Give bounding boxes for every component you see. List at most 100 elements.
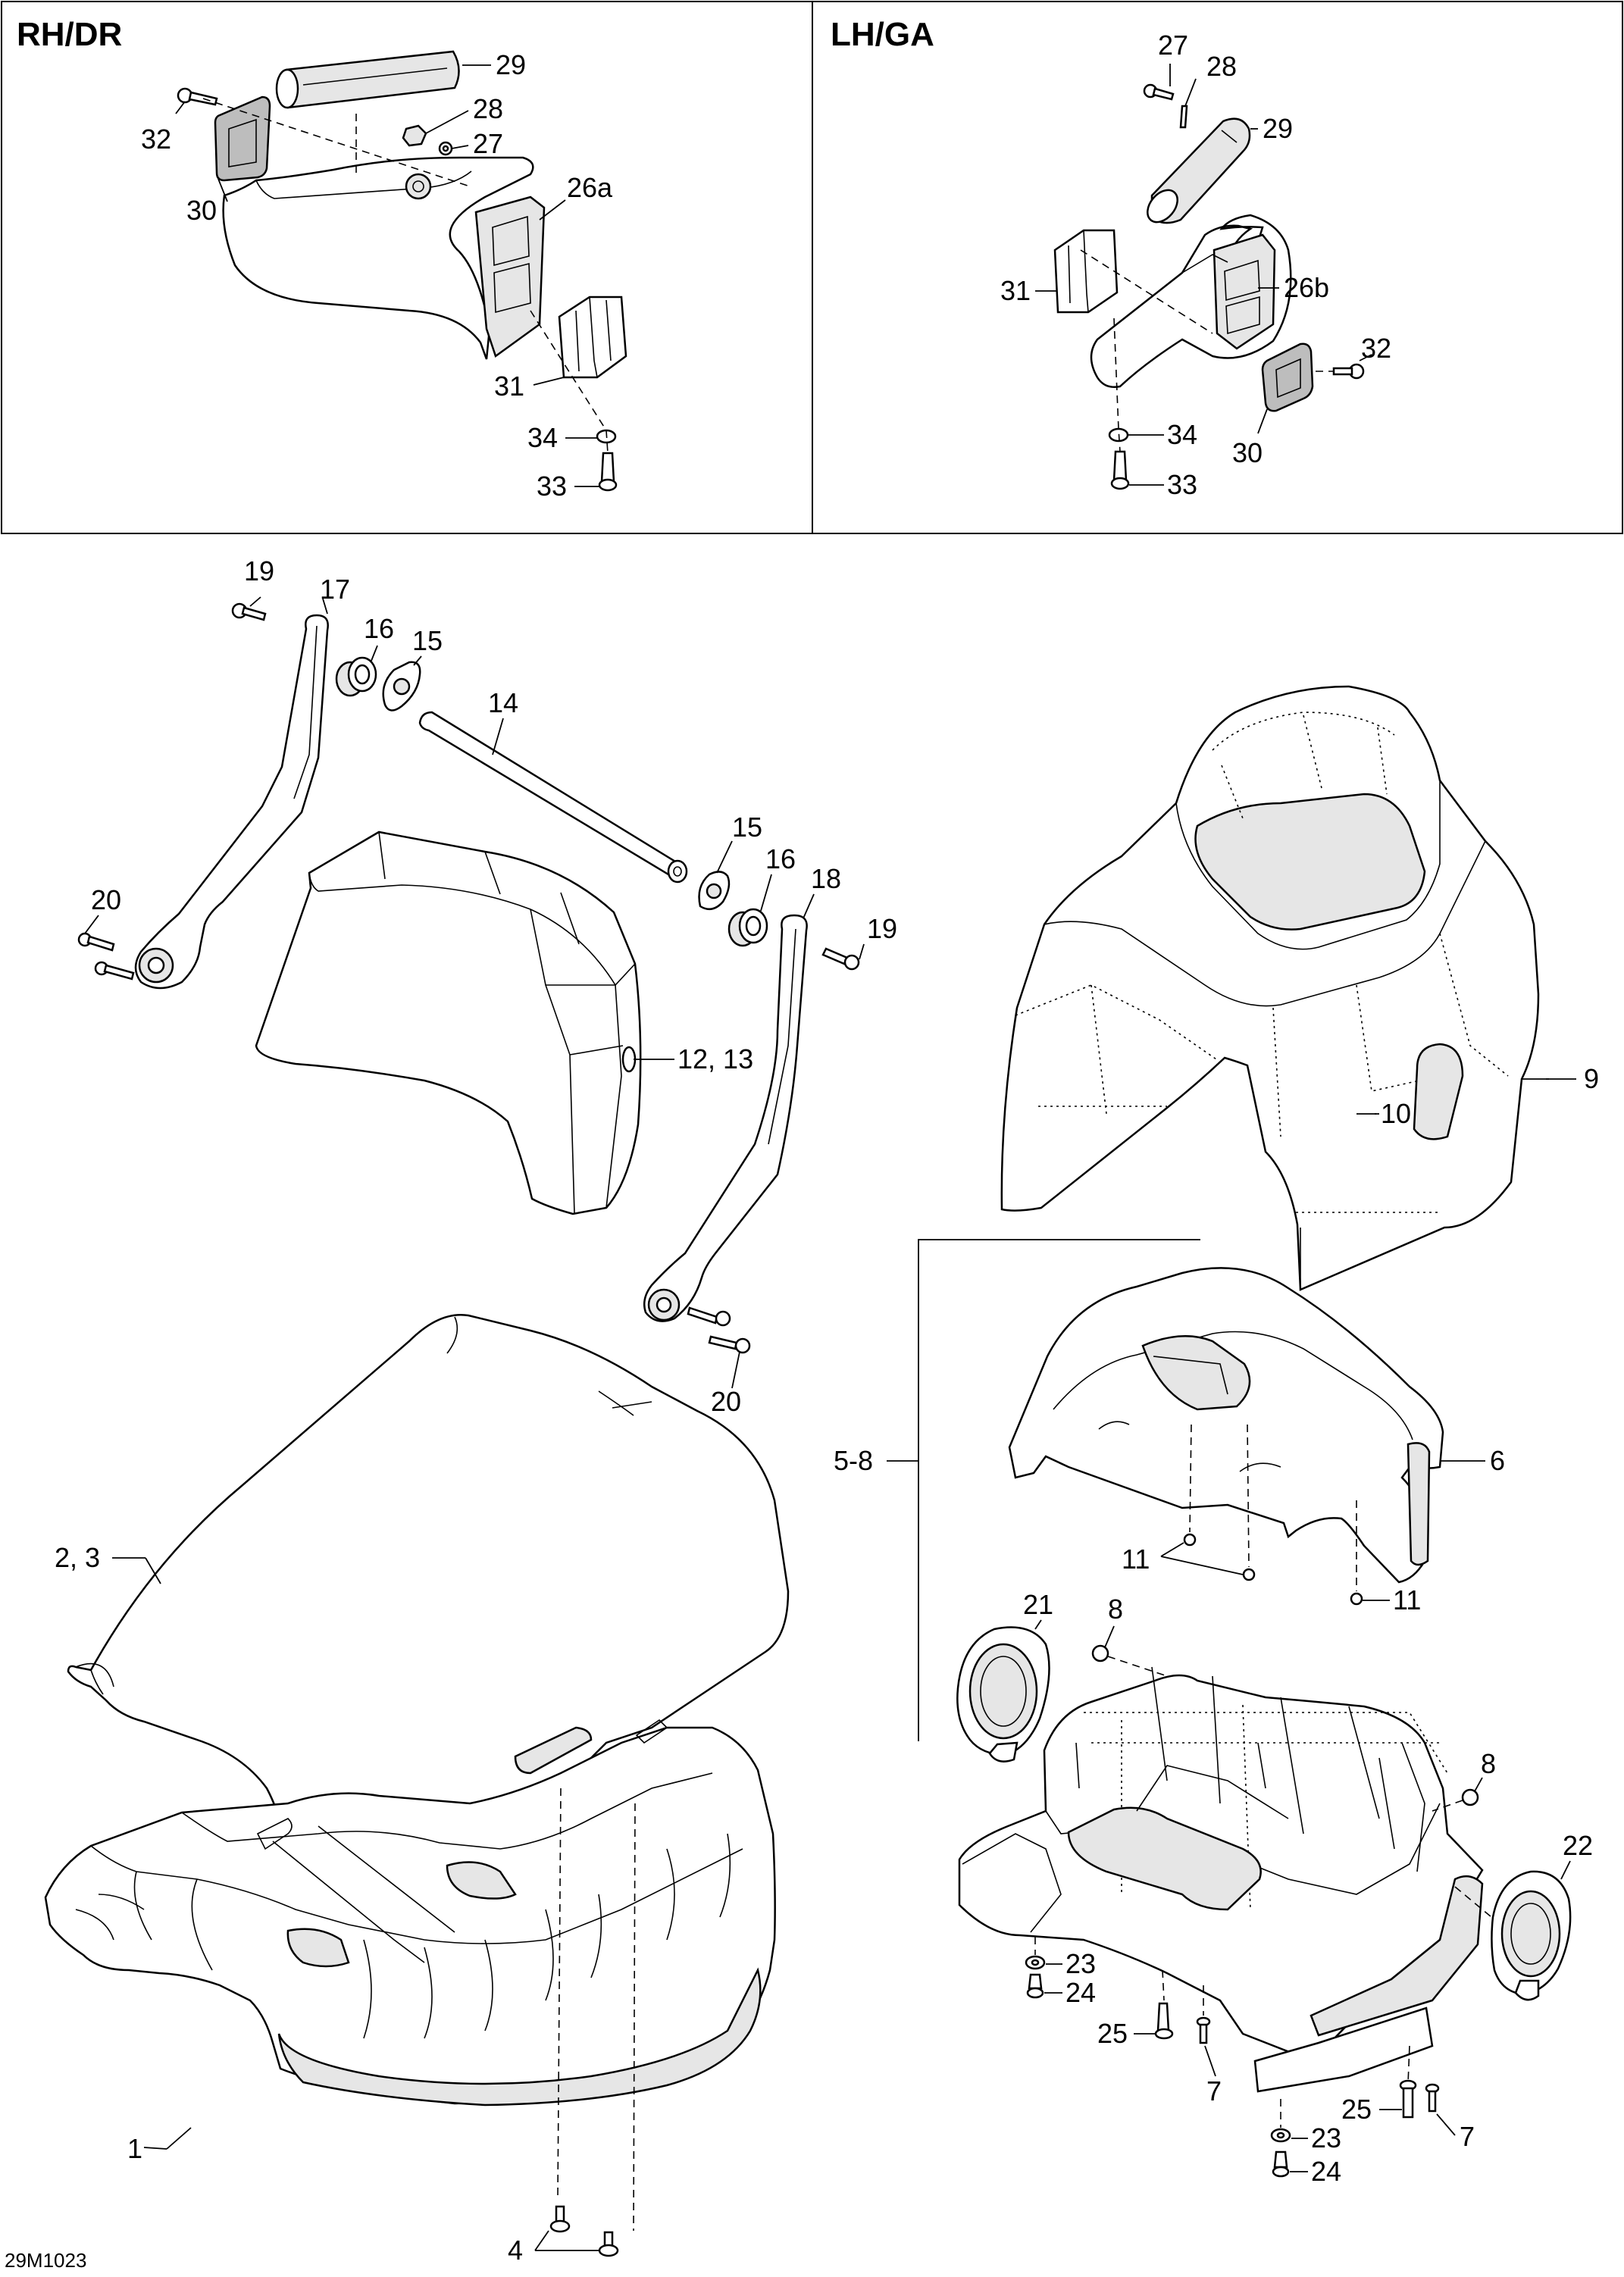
arm-18 bbox=[643, 914, 808, 1322]
screw-8-a bbox=[1091, 1644, 1168, 1677]
screw-25-a bbox=[1154, 1969, 1174, 2040]
cap-30 bbox=[214, 95, 271, 182]
group-bracket-5-8 bbox=[887, 1239, 1200, 1741]
lh-handle-group bbox=[1053, 83, 1365, 490]
shaft-14 bbox=[418, 711, 688, 884]
bolt-19-a bbox=[231, 602, 267, 621]
label-15-b: 15 bbox=[732, 812, 762, 843]
label-lh-32: 32 bbox=[1361, 333, 1391, 364]
label-6: 6 bbox=[1490, 1445, 1505, 1476]
left-panel-title: LH/GA bbox=[831, 16, 934, 53]
top-panel-frames bbox=[1, 1, 1623, 534]
spacer-16-b bbox=[728, 908, 768, 947]
bolt-7-b bbox=[1425, 2083, 1440, 2113]
bolts-20-a bbox=[77, 932, 135, 981]
label-rh-30: 30 bbox=[186, 195, 217, 226]
label-7-b: 7 bbox=[1460, 2121, 1475, 2152]
label-lh-27: 27 bbox=[1158, 30, 1188, 61]
washer-15-b bbox=[698, 871, 731, 911]
label-16-b: 16 bbox=[765, 843, 796, 874]
label-19-a: 19 bbox=[244, 555, 274, 586]
label-20-a: 20 bbox=[91, 884, 121, 915]
backrest-assembly bbox=[77, 602, 860, 1354]
seat-pan-1 bbox=[44, 1719, 776, 2107]
grip-29 bbox=[275, 50, 460, 109]
handle-26a bbox=[222, 156, 546, 360]
bolt-33-lh bbox=[1110, 450, 1130, 490]
label-23-a: 23 bbox=[1065, 1948, 1096, 1979]
bolt-33 bbox=[598, 452, 618, 492]
arm-17 bbox=[134, 614, 329, 990]
cover-22 bbox=[1454, 1870, 1572, 2001]
label-lh-26b: 26b bbox=[1284, 272, 1329, 303]
bolt-19-b bbox=[821, 947, 860, 971]
label-lh-33: 33 bbox=[1167, 469, 1197, 500]
grip-29-lh bbox=[1147, 117, 1251, 224]
label-9: 9 bbox=[1584, 1063, 1599, 1094]
washer-27 bbox=[438, 141, 453, 156]
bracket-31-lh bbox=[1053, 229, 1119, 314]
screw-25-b bbox=[1399, 2045, 1417, 2119]
bracket-31 bbox=[558, 296, 627, 379]
spacer-16-a bbox=[335, 656, 377, 697]
label-22: 22 bbox=[1563, 1830, 1593, 1861]
label-rh-33: 33 bbox=[537, 471, 567, 502]
nut-28 bbox=[402, 124, 427, 147]
label-rh-28: 28 bbox=[473, 93, 503, 124]
label-rh-32: 32 bbox=[141, 124, 171, 155]
seat-cushion-2-3 bbox=[67, 1314, 790, 1853]
handle-26b bbox=[1090, 214, 1292, 388]
label-24-a: 24 bbox=[1065, 1977, 1096, 2008]
hardware-23-24-right bbox=[1270, 2099, 1291, 2178]
label-10: 10 bbox=[1381, 1098, 1411, 1129]
washer-15-a bbox=[382, 661, 421, 712]
label-rh-29: 29 bbox=[496, 49, 526, 80]
label-23-b: 23 bbox=[1311, 2122, 1341, 2153]
label-rh-26a: 26a bbox=[567, 172, 613, 203]
label-8-b: 8 bbox=[1481, 1748, 1496, 1779]
seat-base-6 bbox=[1008, 1267, 1444, 1584]
label-25-a: 25 bbox=[1097, 2018, 1128, 2049]
label-rh-27: 27 bbox=[473, 128, 503, 159]
label-1: 1 bbox=[127, 2133, 142, 2164]
bolt-32-lh bbox=[1332, 363, 1365, 380]
label-lh-29: 29 bbox=[1263, 113, 1293, 144]
label-21: 21 bbox=[1023, 1589, 1053, 1620]
label-14: 14 bbox=[488, 687, 518, 718]
label-rh-34: 34 bbox=[527, 422, 558, 453]
label-8-a: 8 bbox=[1108, 1594, 1123, 1625]
label-18: 18 bbox=[811, 863, 841, 894]
label-4: 4 bbox=[508, 2235, 523, 2266]
label-17: 17 bbox=[320, 574, 350, 605]
label-5-8: 5-8 bbox=[834, 1445, 873, 1476]
label-11-a: 11 bbox=[1122, 1544, 1150, 1575]
bolt-7-a bbox=[1196, 1985, 1211, 2044]
label-11-b: 11 bbox=[1393, 1584, 1421, 1615]
drawing-code: 29M1023 bbox=[5, 2249, 86, 2272]
screws-11 bbox=[1183, 1424, 1363, 1606]
label-19-b: 19 bbox=[867, 913, 897, 944]
label-12-13: 12, 13 bbox=[677, 1043, 753, 1074]
label-24-b: 24 bbox=[1311, 2156, 1341, 2187]
fasteners-4 bbox=[549, 1788, 636, 2257]
backrest-pad-12-13 bbox=[255, 830, 642, 1215]
label-15-a: 15 bbox=[412, 625, 443, 656]
label-lh-34: 34 bbox=[1167, 419, 1197, 450]
hardware-23-24-left bbox=[1025, 1937, 1046, 1999]
rh-handle-group bbox=[177, 50, 627, 492]
label-16-a: 16 bbox=[364, 613, 394, 644]
cover-21 bbox=[956, 1626, 1050, 1762]
label-lh-30: 30 bbox=[1232, 437, 1263, 468]
screw-8-b bbox=[1432, 1788, 1479, 1812]
seat-cover-9-10 bbox=[1000, 685, 1540, 1291]
bolts-20-b bbox=[687, 1306, 751, 1354]
bolt-27-lh bbox=[1143, 83, 1175, 101]
label-7-a: 7 bbox=[1206, 2075, 1222, 2107]
storage-frame bbox=[958, 1666, 1484, 2093]
right-panel-title: RH/DR bbox=[17, 16, 122, 53]
cap-30-lh bbox=[1261, 342, 1314, 412]
label-25-b: 25 bbox=[1341, 2094, 1372, 2125]
pin-28-lh bbox=[1179, 105, 1188, 129]
label-20-b: 20 bbox=[711, 1386, 741, 1417]
